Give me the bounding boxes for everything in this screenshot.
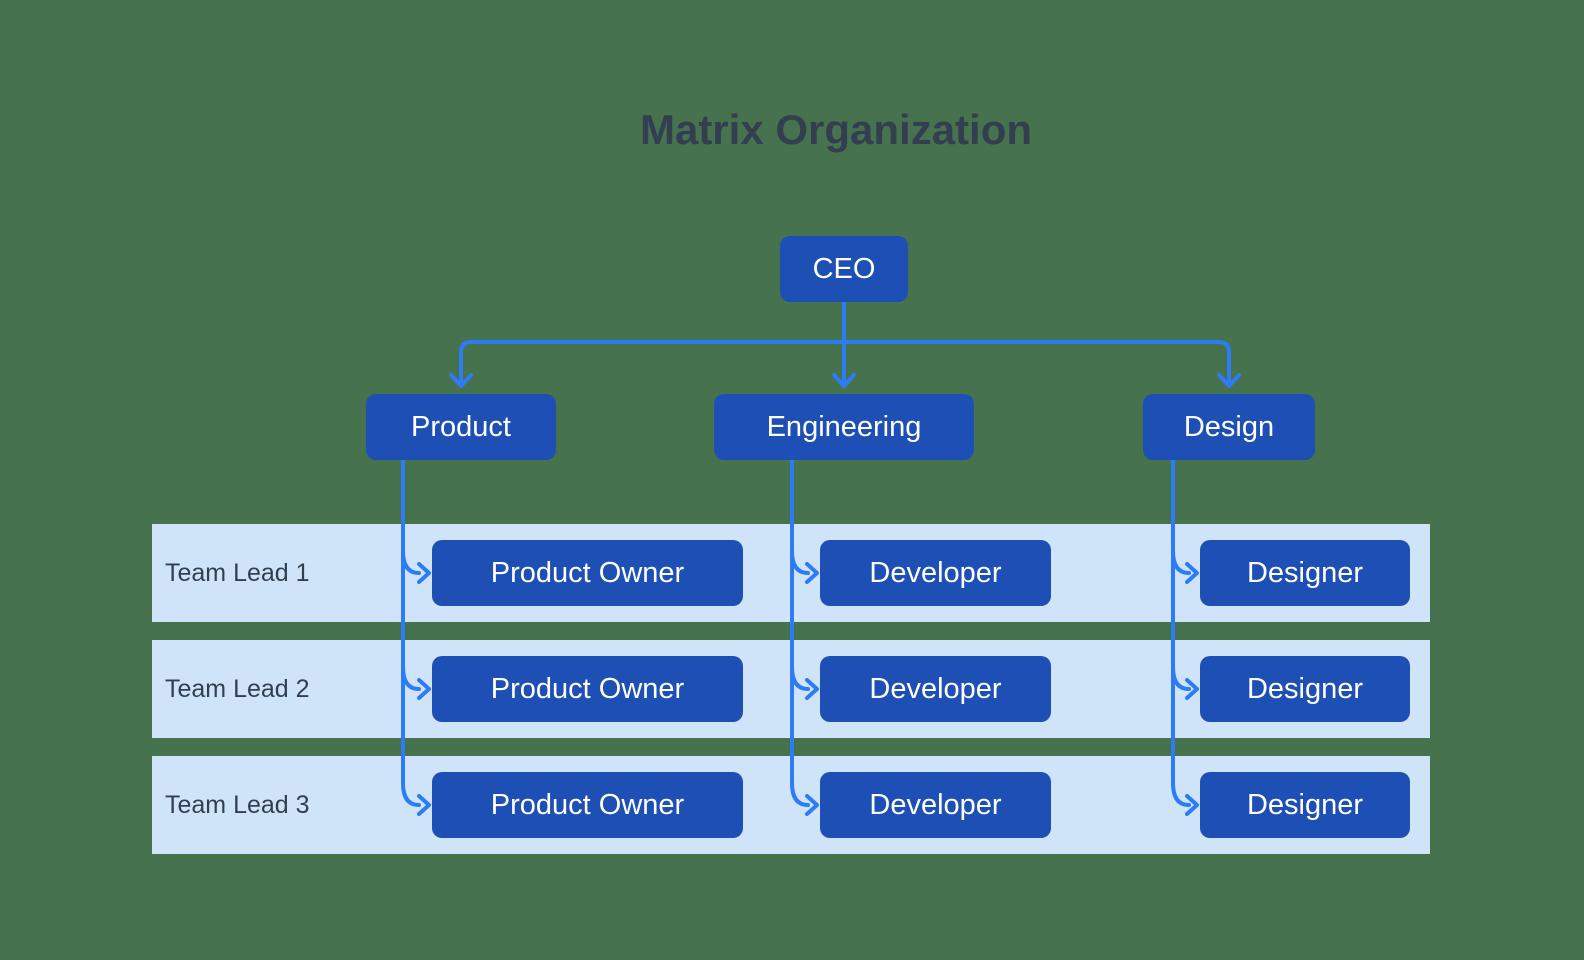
role-node-product-owner-row1: Product Owner: [432, 540, 743, 606]
arrowhead-down-design: [1217, 373, 1241, 388]
arrowhead-right-des-row3: [1185, 794, 1199, 816]
arrowhead-right-des-row2: [1185, 678, 1199, 700]
design-branch-row2: [1171, 665, 1191, 691]
dept-node-product: Product: [366, 394, 556, 460]
team-lead-2-label: Team Lead 2: [165, 674, 310, 703]
arrowhead-right-po-row2: [417, 678, 431, 700]
diagram-title: Matrix Organization: [639, 106, 1033, 153]
arrowhead-down-engineering: [832, 373, 856, 388]
product-drop-connector: [401, 458, 431, 816]
role-node-product-owner-row3: Product Owner: [432, 772, 743, 838]
dept-node-engineering: Engineering: [714, 394, 974, 460]
arrowhead-right-des-row1: [1185, 562, 1199, 584]
arrowhead-right-po-row1: [417, 562, 431, 584]
design-branch-row1: [1171, 549, 1191, 575]
role-node-developer-row3: Developer: [820, 772, 1051, 838]
product-branch-row2: [401, 665, 421, 691]
engineering-branch-row2: [790, 665, 810, 691]
team-lead-3-label: Team Lead 3: [165, 790, 310, 819]
engineering-drop-connector: [790, 458, 819, 816]
ceo-node: CEO: [780, 236, 908, 302]
engineering-drop-line: [790, 458, 810, 807]
arrowhead-down-product: [449, 373, 473, 388]
arrowhead-right-dev-row2: [805, 678, 819, 700]
role-node-developer-row2: Developer: [820, 656, 1051, 722]
role-node-developer-row1: Developer: [820, 540, 1051, 606]
departments-cross-line: [459, 340, 1231, 387]
ceo-to-departments-connector: [449, 300, 1241, 388]
role-node-designer-row3: Designer: [1200, 772, 1410, 838]
dept-node-design: Design: [1143, 394, 1315, 460]
arrowhead-right-dev-row3: [805, 794, 819, 816]
product-drop-line: [401, 458, 421, 807]
engineering-branch-row1: [790, 549, 810, 575]
arrowhead-right-po-row3: [417, 794, 431, 816]
product-branch-row1: [401, 549, 421, 575]
design-drop-connector: [1171, 458, 1199, 816]
role-node-product-owner-row2: Product Owner: [432, 656, 743, 722]
role-node-designer-row2: Designer: [1200, 656, 1410, 722]
role-node-designer-row1: Designer: [1200, 540, 1410, 606]
design-drop-line: [1171, 458, 1191, 807]
team-lead-1-label: Team Lead 1: [165, 558, 310, 587]
arrowhead-right-dev-row1: [805, 562, 819, 584]
